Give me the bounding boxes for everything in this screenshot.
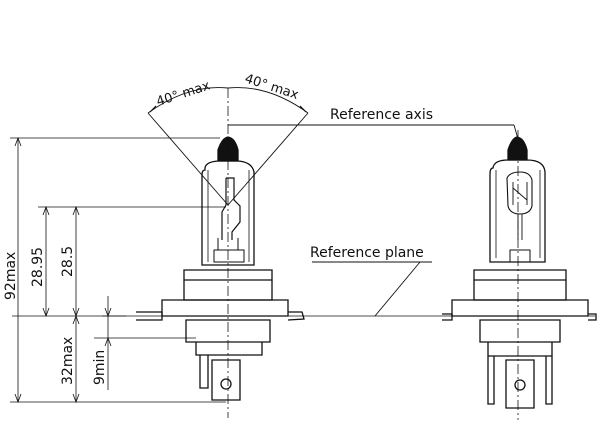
angle-label-right: 40° max (243, 72, 301, 104)
reference-axis-leader (228, 124, 519, 140)
left-lamp (136, 136, 305, 401)
angle-indicators (147, 87, 309, 206)
dimension-lines (10, 136, 226, 404)
dim-32max: 32max (60, 337, 76, 385)
angle-label-left: 40° max (155, 78, 213, 110)
reference-plane-leader (374, 261, 421, 317)
dim-9min: 9min (92, 350, 108, 385)
dim-28-95: 28.95 (30, 247, 46, 287)
reference-axis-label: Reference axis (330, 107, 433, 123)
dim-92max: 92max (3, 252, 19, 300)
reference-plane-label: Reference plane (310, 245, 424, 261)
right-lamp (442, 136, 597, 409)
dim-28-5: 28.5 (60, 246, 76, 277)
